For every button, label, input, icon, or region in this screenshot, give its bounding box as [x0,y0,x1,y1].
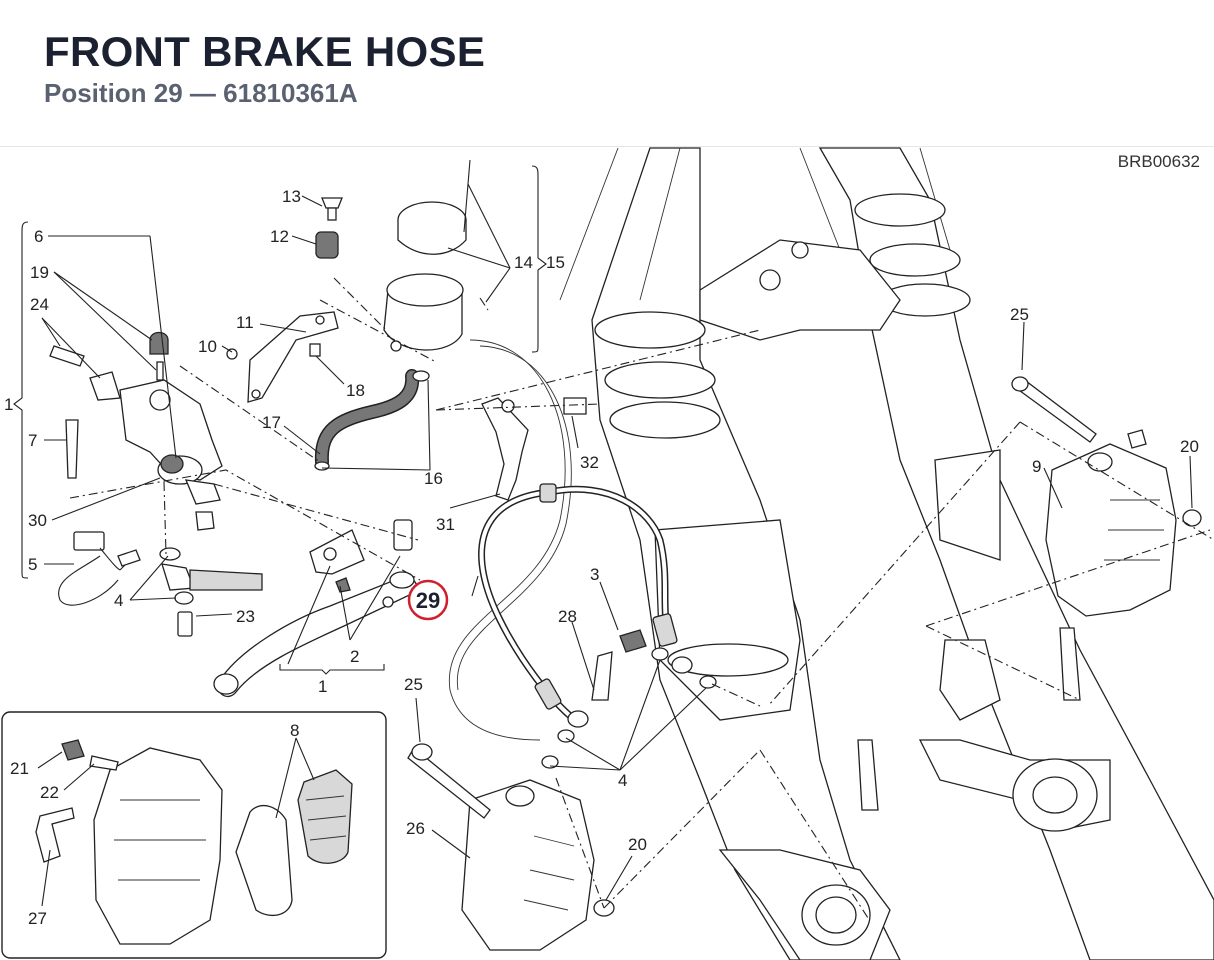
callout-4: 4 [618,771,627,790]
callout-14: 14 [514,253,533,272]
callout-20: 20 [1180,437,1199,456]
hose-guide-31 [481,397,587,501]
callout-15: 15 [546,253,565,272]
callout-19: 19 [30,263,49,282]
callout-13: 13 [282,187,301,206]
brake-hose-secondary [448,339,566,741]
callout-16: 16 [424,469,443,488]
callout-24: 24 [30,295,49,314]
callout-labels: 1 1 2 3 4 4 5 6 7 8 9 10 11 12 13 14 15 … [4,187,1199,928]
callout-28: 28 [558,607,577,626]
highlight-callout-29[interactable]: 29 [407,579,449,621]
brake-pad-inset [1,711,387,959]
callout-12: 12 [270,227,289,246]
page-header: FRONT BRAKE HOSE Position 29 — 61810361A [0,0,1214,147]
assembly-lines [69,277,1214,919]
callout-20: 20 [628,835,647,854]
callout-10: 10 [198,337,217,356]
callout-4: 4 [114,591,123,610]
caliper-right-9 [1011,376,1202,617]
highlight-label: 29 [416,588,440,613]
callout-6: 6 [34,227,43,246]
callout-11: 11 [236,313,254,332]
callout-32: 32 [580,453,599,472]
drawing-code: BRB00632 [1117,152,1200,171]
page-title: FRONT BRAKE HOSE [44,28,486,75]
callout-25: 25 [1010,305,1029,324]
callout-3: 3 [590,565,599,584]
callout-2: 2 [350,647,359,666]
front-fork [559,147,1214,960]
callout-27: 27 [28,909,47,928]
callout-30: 30 [28,511,47,530]
callout-23: 23 [236,607,255,626]
callout-31: 31 [436,515,455,534]
callout-18: 18 [346,381,365,400]
callout-5: 5 [28,555,37,574]
callout-26: 26 [406,819,425,838]
callout-7: 7 [28,431,37,450]
exploded-parts-diagram: 1 1 2 3 4 4 5 6 7 8 9 10 11 12 13 14 15 … [1,147,1214,960]
callout-22: 22 [40,783,59,802]
page-subtitle: Position 29 — 61810361A [44,78,358,108]
callout-1: 1 [318,677,327,696]
leader-lines [13,165,1193,907]
callout-25: 25 [404,675,423,694]
caliper-left-26 [407,743,615,951]
front-brake-hose-29 [478,483,693,728]
banjo-bolts [541,629,717,769]
callout-21: 21 [10,759,29,778]
callout-17: 17 [262,413,281,432]
callout-1: 1 [4,395,13,414]
master-cylinder-assembly [49,159,471,697]
callout-9: 9 [1032,457,1041,476]
callout-8: 8 [290,721,299,740]
